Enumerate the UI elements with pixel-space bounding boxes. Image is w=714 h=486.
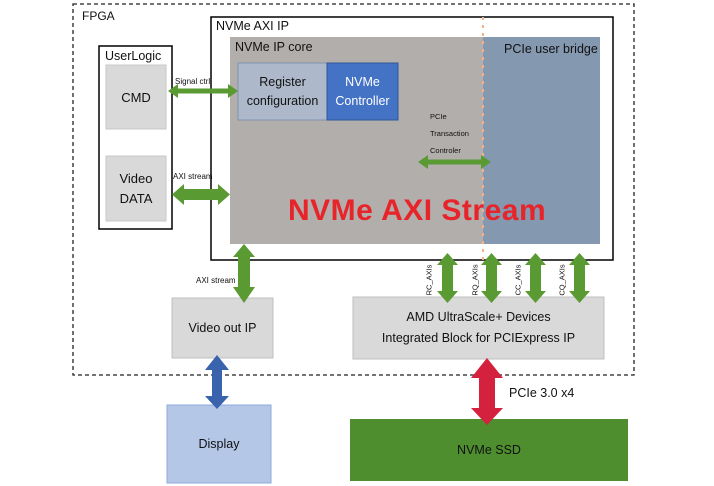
controller-line2: Controller bbox=[335, 93, 390, 108]
nvme-ssd-block bbox=[350, 419, 628, 481]
amd-line2: Integrated Block for PCIExpress IP bbox=[381, 331, 576, 345]
video-out-ip-label: Video out IP bbox=[188, 321, 257, 335]
rq-axis-label-wrap: RQ_AXIs bbox=[470, 263, 480, 297]
signal-ctrl-label: Signal ctrl bbox=[175, 77, 211, 86]
nvme-axi-ip-label: NVMe AXI IP bbox=[216, 19, 289, 33]
nvme-ip-core-label: NVMe IP core bbox=[235, 40, 313, 54]
register-config-block bbox=[237, 62, 328, 121]
pcie-transaction-label: PCIe Transaction Controler bbox=[430, 108, 469, 159]
cc-axis-arrow bbox=[525, 253, 546, 303]
nvme-controller-block bbox=[326, 62, 399, 121]
rq-axis-label: RQ_AXIs bbox=[470, 264, 480, 296]
display-label: Display bbox=[198, 437, 240, 451]
cq-axis-arrow bbox=[569, 253, 590, 303]
pcie-txn-line3: Controler bbox=[430, 146, 461, 155]
axi-stream-in-arrow bbox=[172, 184, 230, 205]
nvme-ssd-label: NVMe SSD bbox=[457, 443, 521, 457]
video-data-label: Video DATA bbox=[106, 156, 166, 221]
amd-integrated-block bbox=[352, 296, 605, 360]
video-data-line1: Video bbox=[119, 170, 153, 186]
display-link-arrow bbox=[205, 355, 229, 409]
axi-stream-in-label: AXI stream bbox=[173, 172, 213, 181]
video-data-line2: DATA bbox=[119, 190, 153, 206]
amd-line1: AMD UltraScale+ Devices bbox=[406, 310, 551, 324]
nvme-axi-stream-title: NVMe AXI Stream bbox=[288, 194, 547, 227]
pcie-transaction-arrow bbox=[418, 155, 491, 169]
cmd-label: CMD bbox=[121, 89, 151, 105]
cc-axis-label-wrap: CC_AXIs bbox=[513, 263, 523, 297]
controller-line1: NVMe bbox=[345, 74, 380, 89]
amd-block-label: AMD UltraScale+ Devices Integrated Block… bbox=[353, 297, 604, 359]
register-config-label: Register configuration bbox=[238, 63, 327, 120]
rq-axis-arrow bbox=[481, 253, 502, 303]
pcie-user-bridge-label: PCIe user bridge bbox=[504, 42, 598, 56]
fpga-boundary bbox=[72, 3, 635, 376]
pcie-txn-line1: PCIe bbox=[430, 112, 447, 121]
fpga-label: FPGA bbox=[82, 9, 115, 23]
register-line2: configuration bbox=[246, 93, 319, 108]
axi-stream-out-label: AXI stream bbox=[196, 276, 236, 285]
rc-axis-label: RC_AXIs bbox=[424, 264, 434, 296]
cq-axis-label: CQ_AXIs bbox=[557, 264, 567, 296]
cmd-block bbox=[105, 64, 167, 130]
nvme-controller-label: NVMe Controller bbox=[327, 63, 398, 120]
register-line1: Register bbox=[259, 74, 306, 89]
axi-stream-out-arrow bbox=[233, 244, 255, 303]
pcie-txn-line2: Transaction bbox=[430, 129, 469, 138]
video-out-ip-block bbox=[171, 297, 274, 359]
display-block bbox=[166, 404, 272, 484]
signal-ctrl-arrow bbox=[168, 84, 238, 98]
pcie-link-label: PCIe 3.0 x4 bbox=[509, 386, 575, 400]
cc-axis-label: CC_AXIs bbox=[513, 264, 523, 296]
pcie-user-bridge-area bbox=[483, 37, 600, 244]
video-data-block bbox=[105, 155, 167, 222]
user-logic-label: UserLogic bbox=[105, 49, 162, 63]
pcie-link-arrow bbox=[471, 358, 503, 425]
rc-axis-label-wrap: RC_AXIs bbox=[424, 263, 434, 297]
cq-axis-label-wrap: CQ_AXIs bbox=[557, 263, 567, 297]
rc-axis-arrow bbox=[437, 253, 458, 303]
